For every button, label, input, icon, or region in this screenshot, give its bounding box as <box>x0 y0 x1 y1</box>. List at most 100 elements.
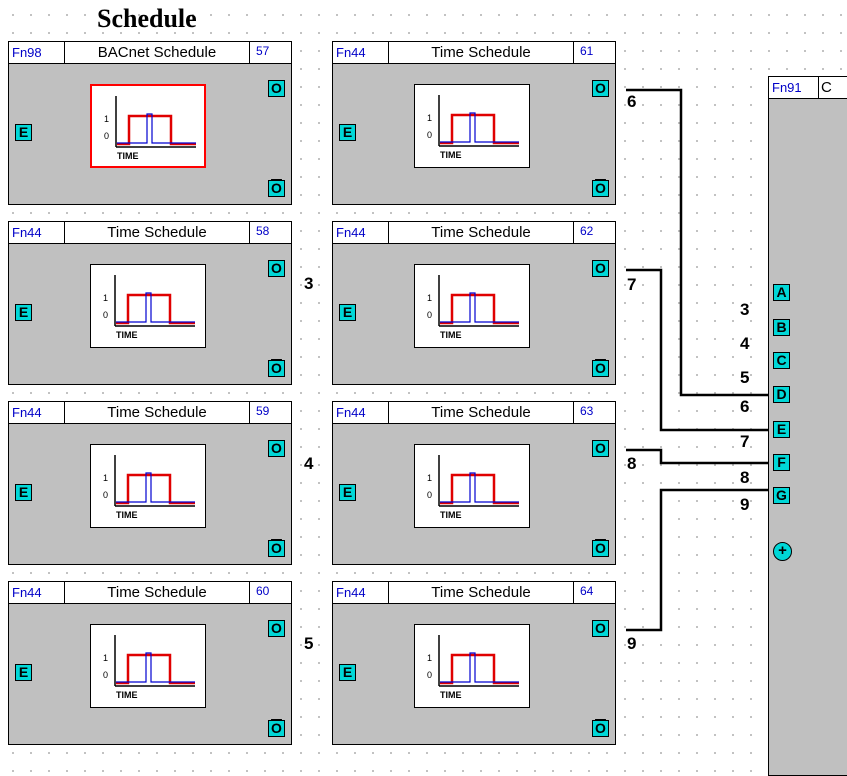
block-id: 60 <box>256 584 270 598</box>
wire-8[interactable] <box>626 448 770 465</box>
wire-label-3: 3 <box>304 274 314 293</box>
input-wire-label-8: 8 <box>740 468 750 487</box>
enable-input-pin[interactable]: E <box>339 304 356 321</box>
enable-input-pin[interactable]: E <box>339 664 356 681</box>
wire-7[interactable] <box>626 268 770 432</box>
output-pin[interactable]: O <box>592 620 609 637</box>
enable-input-pin[interactable]: E <box>15 664 32 681</box>
input-pin-a[interactable]: A <box>773 284 790 301</box>
wire-label-9: 9 <box>627 634 637 653</box>
add-input-icon[interactable]: + <box>773 542 792 561</box>
chart-series-red <box>440 113 519 145</box>
block-header: Fn98 BACnet Schedule 57 <box>9 42 291 64</box>
block-fn-code: Fn44 <box>9 402 65 423</box>
block-fn-code: Fn44 <box>9 582 65 603</box>
wire-label-7: 7 <box>627 275 637 294</box>
wire-6[interactable] <box>626 88 770 397</box>
input-wire-label-9: 9 <box>740 495 750 514</box>
block-header: Fn44 Time Schedule 64 <box>333 582 615 604</box>
input-pin-b[interactable]: B <box>773 319 790 336</box>
block-title: Time Schedule <box>65 222 250 243</box>
block-header: Fn44 Time Schedule 58 <box>9 222 291 244</box>
chart-series-blue <box>117 113 196 144</box>
wire-label-5: 5 <box>304 634 314 653</box>
function-block-fn91[interactable]: Fn91 C A B C D E F G + <box>768 76 847 776</box>
chart-x-axis-label: TIME <box>116 690 138 700</box>
block-header: Fn91 C <box>769 77 847 99</box>
enable-input-pin[interactable]: E <box>15 484 32 501</box>
inverted-output-pin[interactable]: O <box>268 360 285 377</box>
chart-x-axis-label: TIME <box>117 151 139 161</box>
block-fn-code: Fn44 <box>333 222 389 243</box>
inverted-output-pin[interactable]: O <box>592 360 609 377</box>
input-wire-label-3: 3 <box>740 300 750 319</box>
chart-series-red <box>440 653 519 685</box>
wire-9[interactable] <box>626 488 770 632</box>
chart-x-axis-label: TIME <box>440 150 462 160</box>
output-pin[interactable]: O <box>592 260 609 277</box>
enable-input-pin[interactable]: E <box>15 304 32 321</box>
inverted-output-pin[interactable]: O <box>592 180 609 197</box>
chart-x-axis-label: TIME <box>440 690 462 700</box>
inverted-output-pin[interactable]: O <box>592 540 609 557</box>
input-pin-f[interactable]: F <box>773 454 790 471</box>
block-fn-code: Fn44 <box>333 42 389 63</box>
output-pin[interactable]: O <box>268 620 285 637</box>
chart-y-high-label: 1 <box>427 653 432 663</box>
chart-series-blue <box>440 112 519 143</box>
block-header: Fn44 Time Schedule 61 <box>333 42 615 64</box>
chart-series-blue <box>116 292 195 323</box>
block-title: Time Schedule <box>389 222 574 243</box>
chart-x-axis-label: TIME <box>440 330 462 340</box>
block-header: Fn44 Time Schedule 62 <box>333 222 615 244</box>
chart-series-blue <box>116 472 195 503</box>
output-pin[interactable]: O <box>268 80 285 97</box>
inverted-output-pin[interactable]: O <box>268 540 285 557</box>
chart-series-red <box>440 473 519 505</box>
input-pin-c[interactable]: C <box>773 352 790 369</box>
output-pin[interactable]: O <box>592 440 609 457</box>
input-wire-label-7: 7 <box>740 432 750 451</box>
chart-series-red <box>116 653 195 685</box>
enable-input-pin[interactable]: E <box>339 124 356 141</box>
output-pin[interactable]: O <box>592 80 609 97</box>
input-wire-label-6: 6 <box>740 397 750 416</box>
input-wire-label-4: 4 <box>740 334 750 353</box>
inverted-output-pin[interactable]: O <box>592 720 609 737</box>
input-pin-e[interactable]: E <box>773 421 790 438</box>
inverted-output-pin[interactable]: O <box>268 720 285 737</box>
chart-series-blue <box>440 652 519 683</box>
chart-y-low-label: 0 <box>427 130 432 140</box>
inverted-output-pin[interactable]: O <box>268 180 285 197</box>
output-pin[interactable]: O <box>268 440 285 457</box>
block-header: Fn44 Time Schedule 60 <box>9 582 291 604</box>
enable-input-pin[interactable]: E <box>15 124 32 141</box>
chart-series-red <box>116 293 195 325</box>
block-fn-code: Fn91 <box>769 77 819 98</box>
chart-x-axis-label: TIME <box>440 510 462 520</box>
page-title: Schedule <box>97 4 197 33</box>
block-id: 57 <box>256 44 270 58</box>
chart-y-low-label: 0 <box>103 310 108 320</box>
block-id: 63 <box>580 404 594 418</box>
block-id: 59 <box>256 404 270 418</box>
chart-series-blue <box>440 292 519 323</box>
chart-y-high-label: 1 <box>103 653 108 663</box>
input-pin-d[interactable]: D <box>773 386 790 403</box>
block-fn-code: Fn98 <box>9 42 65 63</box>
output-pin[interactable]: O <box>268 260 285 277</box>
input-pin-g[interactable]: G <box>773 487 790 504</box>
chart-y-high-label: 1 <box>427 113 432 123</box>
enable-input-pin[interactable]: E <box>339 484 356 501</box>
